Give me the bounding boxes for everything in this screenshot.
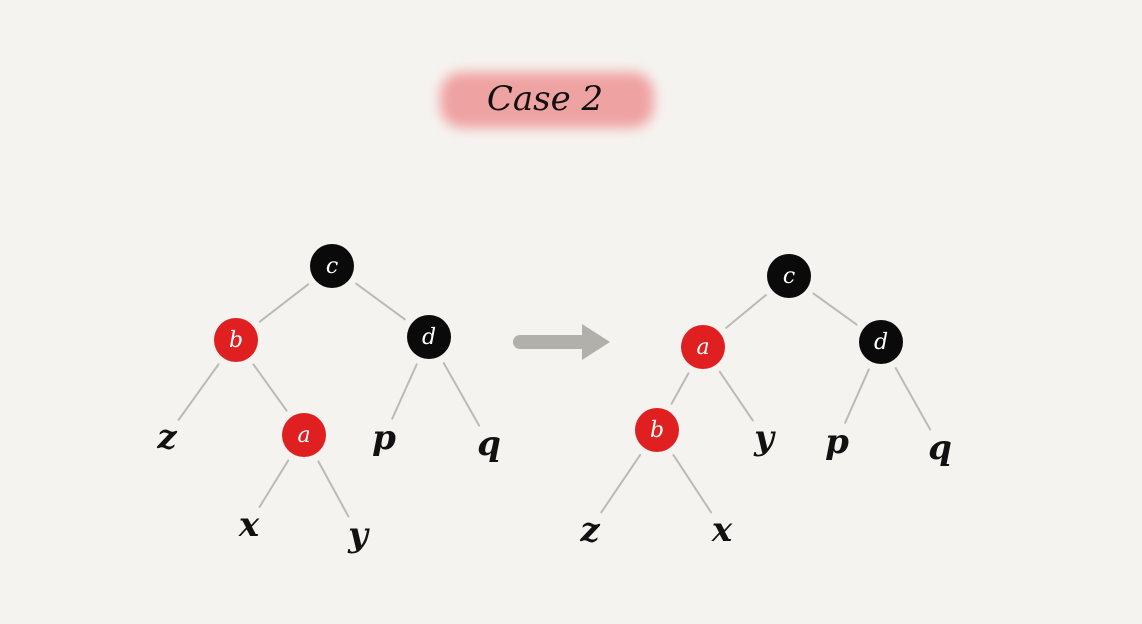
after-node-c: c: [767, 254, 811, 298]
before-node-d: d: [407, 315, 451, 359]
before-node-a-circle: [282, 413, 326, 457]
before-edge-a-x: [258, 459, 290, 508]
title-text: Case 2: [487, 79, 603, 119]
transform-arrow-icon: [513, 324, 610, 360]
after-node-d-circle: [859, 320, 903, 364]
before-leaf-p: p: [372, 418, 396, 458]
before-edge-d-q: [442, 362, 481, 427]
after-node-c-label: c: [783, 264, 795, 289]
after-node-b-label: b: [650, 418, 664, 443]
after-leaf-x: x: [711, 510, 733, 550]
before-leaf-y: y: [347, 515, 370, 555]
before-edge-c-d: [355, 282, 406, 321]
after-edge-d-q: [894, 367, 932, 431]
after-edge-a-y: [718, 370, 754, 422]
before-leaf-z: z: [156, 417, 177, 457]
tree-before: c b d a z x y p q: [156, 244, 501, 555]
after-node-b-circle: [635, 408, 679, 452]
after-leaf-z: z: [579, 510, 600, 550]
after-node-a-circle: [681, 325, 725, 369]
after-edge-b-x: [672, 454, 713, 514]
before-node-b-label: b: [229, 328, 243, 353]
after-edge-d-p: [844, 368, 870, 424]
after-node-d: d: [859, 320, 903, 364]
title-block: Case 2: [440, 72, 654, 128]
after-edge-a-b: [670, 372, 690, 405]
after-node-b: b: [635, 408, 679, 452]
after-node-d-label: d: [874, 330, 888, 355]
before-node-c-circle: [310, 244, 354, 288]
before-node-d-circle: [407, 315, 451, 359]
title-highlight: [440, 72, 654, 128]
after-node-c-circle: [767, 254, 811, 298]
before-node-d-label: d: [422, 325, 436, 350]
after-leaf-q: q: [928, 428, 952, 468]
before-edge-c-b: [258, 283, 310, 323]
before-node-a-label: a: [297, 423, 310, 448]
before-node-a: a: [282, 413, 326, 457]
before-edge-b-z: [177, 363, 220, 421]
before-edge-d-p: [391, 363, 418, 420]
before-edge-a-y: [317, 460, 350, 518]
before-node-c-label: c: [326, 254, 338, 279]
after-edge-b-z: [600, 453, 642, 514]
before-edge-b-a: [252, 363, 288, 412]
tree-after: c a d b y p q z x: [579, 254, 952, 550]
after-node-a-label: a: [696, 335, 709, 360]
before-leaf-x: x: [238, 505, 260, 545]
after-leaf-y: y: [753, 418, 776, 458]
after-edge-c-d: [812, 292, 858, 326]
before-node-c: c: [310, 244, 354, 288]
before-node-b: b: [214, 318, 258, 362]
after-leaf-p: p: [825, 422, 849, 462]
before-node-b-circle: [214, 318, 258, 362]
after-edge-c-a: [725, 294, 767, 329]
after-node-a: a: [681, 325, 725, 369]
before-leaf-q: q: [477, 424, 501, 464]
